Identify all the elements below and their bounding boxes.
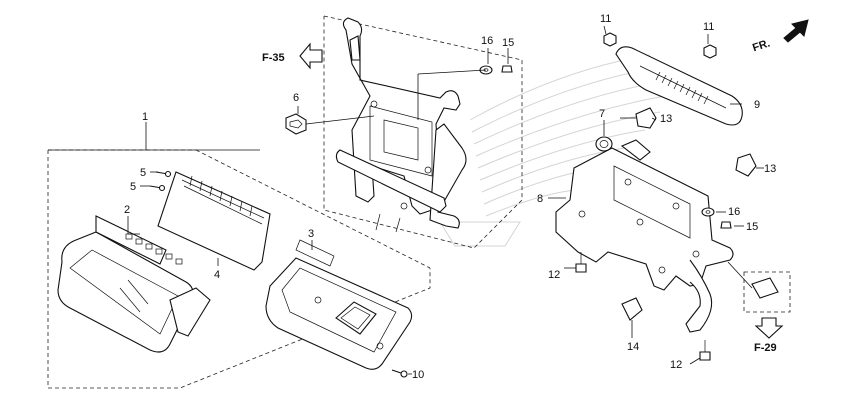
callout-13-upper: 13 (660, 113, 672, 125)
callout-5-lower: 5 (130, 181, 136, 193)
f29-arrow-icon (754, 317, 784, 339)
part-16-washer-right (701, 207, 715, 217)
callout-8: 8 (537, 193, 543, 205)
reference-f29: F-29 (754, 342, 777, 354)
callout-9: 9 (754, 99, 760, 111)
callout-16-right: 16 (728, 206, 740, 218)
callout-13-right: 13 (764, 163, 776, 175)
callout-3: 3 (308, 228, 314, 240)
callout-6: 6 (293, 92, 299, 104)
part-6-grommet (285, 113, 375, 135)
meter-assembly-group-outline (47, 122, 431, 389)
callout-15-top: 15 (502, 37, 514, 49)
part-10-screw (391, 369, 408, 378)
callout-1: 1 (142, 111, 148, 123)
callout-2: 2 (124, 204, 130, 216)
callout-11-right: 11 (703, 21, 714, 33)
connector-dashed-box (727, 261, 791, 313)
part-15-bolt-top (501, 65, 513, 73)
part-9-meter-cover-upper (615, 46, 743, 126)
callout-16-top: 16 (481, 35, 493, 47)
part-2-meter-visor (57, 231, 211, 353)
part-3-meter-case (265, 239, 413, 370)
reference-f35: F-35 (262, 52, 285, 64)
part-5-screws (149, 170, 172, 192)
watermark-wing-logo (439, 54, 666, 247)
part-12-bolts (575, 252, 711, 361)
callout-10: 10 (412, 369, 424, 381)
part-11-nuts (603, 32, 717, 59)
callout-5-upper: 5 (140, 167, 146, 179)
part-7-grommet (595, 136, 613, 152)
callout-12-lower: 12 (670, 359, 682, 371)
callout-7: 7 (599, 108, 605, 120)
callout-12-upper: 12 (548, 269, 560, 281)
stay-group-outline (323, 15, 523, 249)
meter-stay-bracket (335, 17, 467, 233)
part-14-clip (621, 297, 643, 321)
front-direction-label: FR. (751, 37, 772, 54)
front-arrow-icon (783, 19, 809, 43)
callout-15-right: 15 (746, 221, 758, 233)
callout-14: 14 (627, 341, 639, 353)
f35-arrow-icon (299, 42, 323, 70)
part-4-meter-panel (95, 171, 271, 271)
part-13-clips (635, 107, 757, 177)
part-8-stay-bracket (555, 139, 734, 333)
callout-4: 4 (214, 269, 220, 281)
leader-lines (127, 25, 764, 375)
part-15-bolt-right (720, 221, 732, 229)
callout-11-left: 11 (600, 13, 611, 25)
